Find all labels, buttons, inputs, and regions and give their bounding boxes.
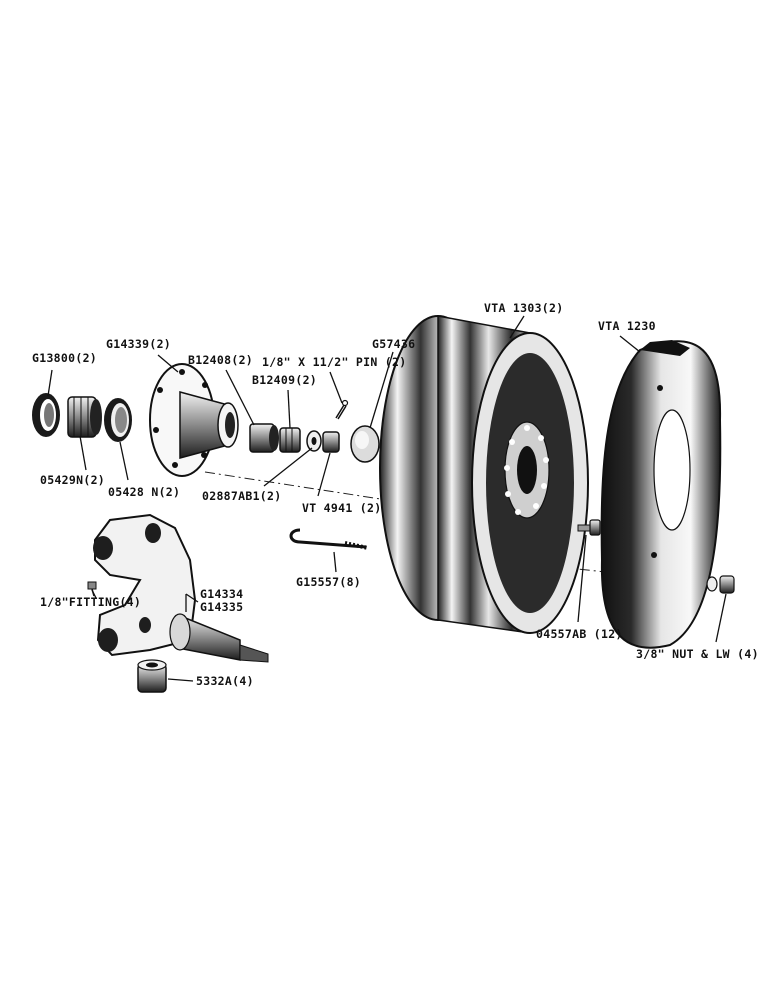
leader-fitting <box>91 589 97 599</box>
leader-pin <box>329 371 343 404</box>
bearing-cone-icon <box>67 396 102 438</box>
label-b12408: B12408(2) <box>188 353 253 367</box>
label-g14339: G14339(2) <box>106 337 171 351</box>
leader-b12409 <box>287 389 291 429</box>
label-vta1303: VTA 1303(2) <box>484 301 563 315</box>
leader-n05428 <box>119 441 129 481</box>
label-n05429: 05429N(2) <box>40 473 105 487</box>
label-a5332: 5332A(4) <box>196 674 254 688</box>
label-fitting: 1/8"FITTING(4) <box>40 595 141 609</box>
leader-vt4941 <box>317 452 331 497</box>
leader-n05429 <box>79 435 87 471</box>
hook-bolt-icon <box>289 528 369 550</box>
leader-vta1230 <box>619 335 641 353</box>
grease-fitting-icon <box>87 581 97 597</box>
bushing-icon <box>137 659 167 693</box>
nut-icon <box>322 431 340 453</box>
label-pin: 1/8" X 11/2" PIN (2) <box>262 355 406 369</box>
wheel-weight-icon <box>600 340 722 649</box>
label-g15557: G15557(8) <box>296 575 361 589</box>
leader-a5332 <box>167 678 194 682</box>
leader-vta1303 <box>509 315 525 339</box>
leader-nut <box>715 593 727 643</box>
leader-g57436 <box>369 351 394 429</box>
label-ab02887: 02887AB1(2) <box>202 489 281 503</box>
bearing-cup-icon <box>32 393 60 437</box>
label-vta1230: VTA 1230 <box>598 319 656 333</box>
nut-icon <box>706 575 735 594</box>
label-b12409: B12409(2) <box>252 373 317 387</box>
label-g14334: G14334 <box>200 587 243 601</box>
leader-g13800 <box>47 369 53 397</box>
leader-g14339 <box>157 354 179 373</box>
bearing-cone-icon <box>279 427 301 453</box>
axis-line-hub <box>204 471 401 503</box>
leader-spindle <box>185 593 199 612</box>
label-n05428: 05428 N(2) <box>108 485 180 499</box>
steering-spindle-icon <box>93 513 269 663</box>
label-nut: 3/8" NUT & LW (4) <box>636 647 759 661</box>
cotter-pin-icon <box>335 399 349 420</box>
leader-ab04557 <box>577 534 587 623</box>
label-g14335: G14335 <box>200 600 243 614</box>
bearing-cone-icon <box>249 423 279 453</box>
leader-b12408 <box>225 369 255 426</box>
label-vt4941: VT 4941 (2) <box>302 501 381 515</box>
bearing-cup-icon <box>104 398 132 442</box>
label-g13800: G13800(2) <box>32 351 97 365</box>
wheel-hub-icon <box>149 363 239 477</box>
grease-cap-icon <box>350 425 380 463</box>
leader-ab02887 <box>263 447 313 487</box>
leader-g15557 <box>333 551 337 573</box>
label-ab04557: 04557AB (12) <box>536 627 623 641</box>
wheel-rim-icon <box>379 315 589 634</box>
bolt-icon <box>577 519 601 536</box>
label-g57436: G57436 <box>372 337 415 351</box>
washer-icon <box>306 430 322 452</box>
